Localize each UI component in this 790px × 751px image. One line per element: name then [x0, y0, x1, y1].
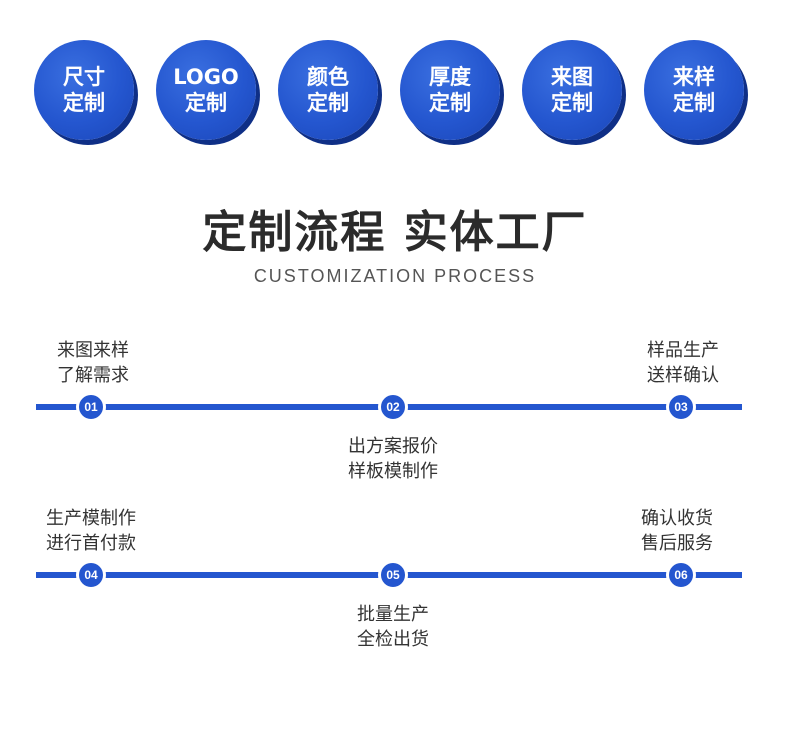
step-number-1: 01 [76, 392, 106, 422]
badge-label: 颜色 定制 [307, 65, 349, 115]
step-text-4: 生产模制作 进行首付款 [46, 508, 136, 554]
badge-label: 来样 定制 [673, 65, 715, 115]
customization-options: 尺寸 定制 LOGO 定制 颜色 定制 厚度 定制 来图 定制 来样 定制 [0, 0, 790, 160]
step-number-2: 02 [378, 392, 408, 422]
step-text-3: 样品生产 送样确认 [647, 340, 719, 386]
badge-sample: 来样 定制 [644, 40, 744, 140]
step-text-5: 批量生产 全检出货 [357, 604, 429, 650]
badge-color: 颜色 定制 [278, 40, 378, 140]
step-number-6: 06 [666, 560, 696, 590]
step-number-5: 05 [378, 560, 408, 590]
badge-logo: LOGO 定制 [156, 40, 256, 140]
badge-label: 厚度 定制 [429, 65, 471, 115]
badge-label: 尺寸 定制 [63, 65, 105, 115]
badge-label: 来图 定制 [551, 65, 593, 115]
badge-size: 尺寸 定制 [34, 40, 134, 140]
step-number-4: 04 [76, 560, 106, 590]
badge-label: LOGO 定制 [173, 65, 239, 115]
step-number-3: 03 [666, 392, 696, 422]
badge-drawing: 来图 定制 [522, 40, 622, 140]
step-text-6: 确认收货 售后服务 [641, 508, 713, 554]
step-text-1: 来图来样 了解需求 [57, 340, 129, 386]
page-subtitle: CUSTOMIZATION PROCESS [253, 266, 537, 286]
page-title: 定制流程 实体工厂 [202, 207, 588, 258]
step-text-2: 出方案报价 样板模制作 [348, 436, 438, 482]
badge-thickness: 厚度 定制 [400, 40, 500, 140]
